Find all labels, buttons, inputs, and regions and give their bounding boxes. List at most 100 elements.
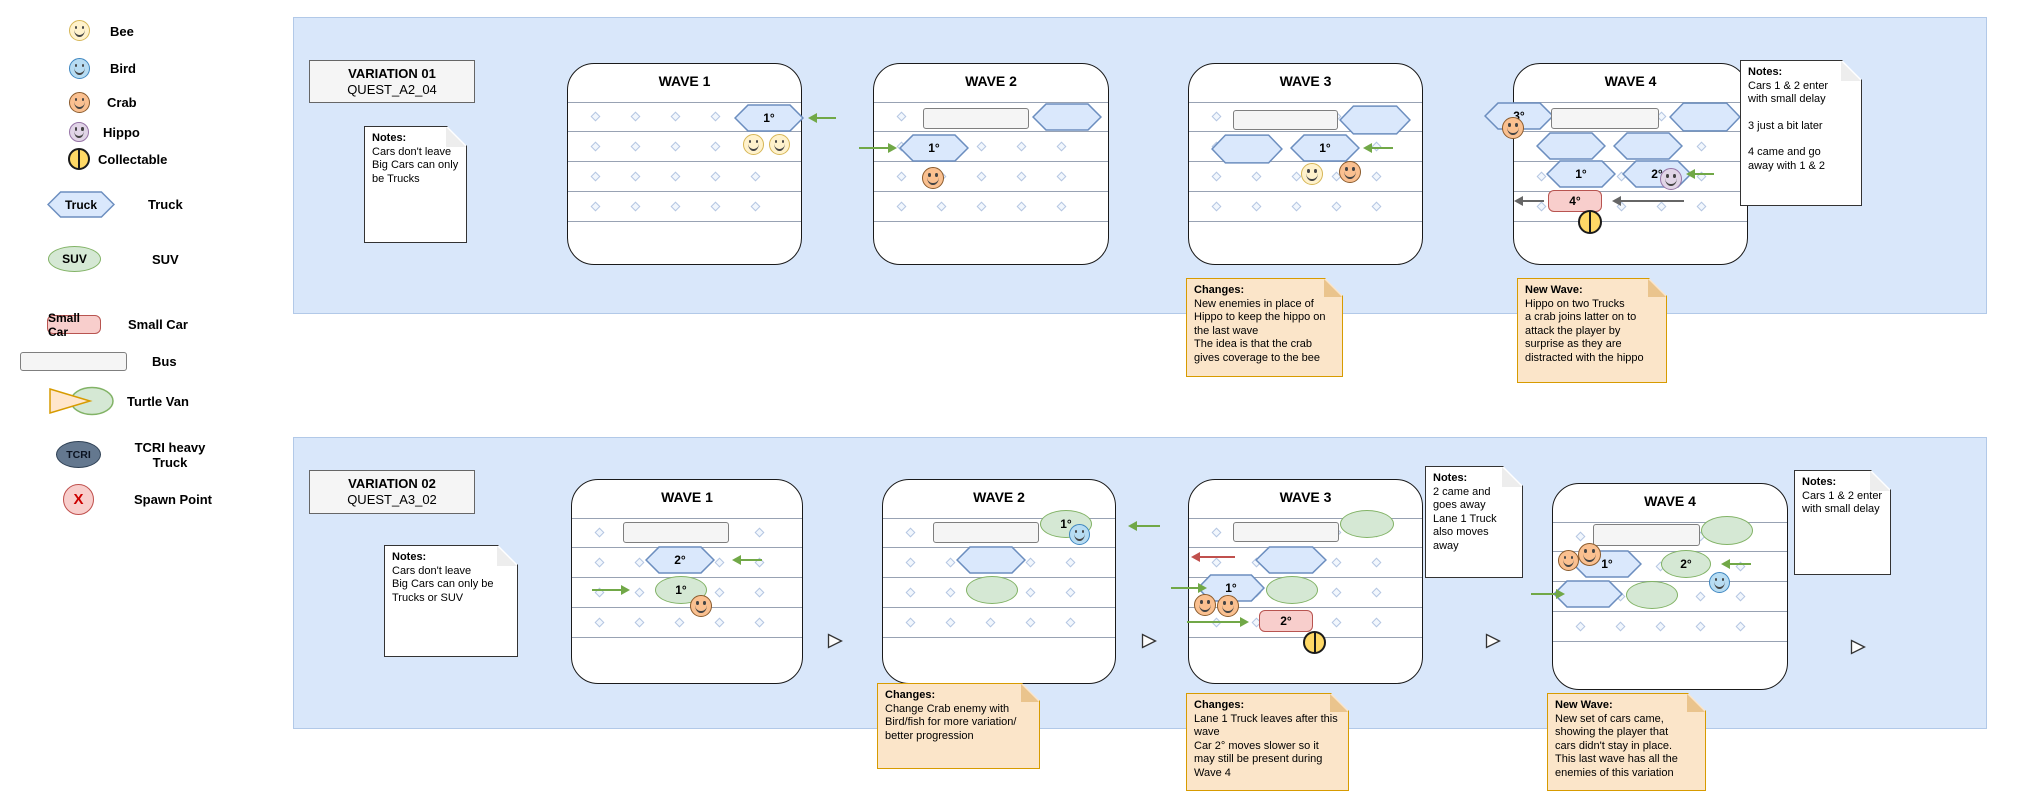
legend-bee-icon[interactable] bbox=[69, 20, 90, 41]
wave-title: WAVE 4 bbox=[1644, 493, 1696, 509]
bird-icon[interactable] bbox=[1069, 524, 1090, 545]
truck-shape[interactable] bbox=[1032, 103, 1102, 131]
truck-1-shape[interactable]: 1° bbox=[1546, 160, 1616, 188]
truck-shape[interactable] bbox=[1669, 102, 1741, 132]
truck-1-shape[interactable]: 1° bbox=[734, 104, 804, 132]
sequence-play-icon[interactable] bbox=[1141, 633, 1157, 649]
truck-shape[interactable] bbox=[1255, 546, 1327, 574]
spawn-x-label: X bbox=[73, 491, 84, 508]
truck-2-shape[interactable]: 2° bbox=[1622, 160, 1692, 188]
bee-icon[interactable] bbox=[743, 134, 764, 155]
collectable-icon[interactable] bbox=[1303, 631, 1326, 654]
bus-shape[interactable] bbox=[923, 108, 1029, 129]
truck-1-shape[interactable]: Truck bbox=[47, 191, 115, 218]
legend-turtle-van-icon[interactable] bbox=[48, 386, 114, 416]
smile-mouth bbox=[73, 29, 86, 38]
vehicle-label: 2° bbox=[1651, 167, 1663, 181]
smile-mouth bbox=[73, 131, 85, 139]
legend-hippo-icon[interactable] bbox=[69, 122, 89, 142]
legend-tcri-heavy-truck-icon[interactable]: TCRI bbox=[56, 441, 101, 468]
bee-icon[interactable] bbox=[1301, 163, 1323, 185]
note-line: be Trucks bbox=[372, 172, 420, 185]
truck-shape[interactable] bbox=[1613, 132, 1683, 160]
collectable-icon[interactable] bbox=[1578, 210, 1602, 234]
suv-2-shape[interactable]: 2° bbox=[1661, 550, 1711, 578]
suv-shape[interactable] bbox=[1340, 510, 1394, 538]
legend-spawn-point-icon[interactable]: X bbox=[63, 484, 94, 515]
crab-icon[interactable] bbox=[1558, 550, 1579, 571]
bus-shape[interactable] bbox=[1233, 110, 1338, 130]
bus-shape[interactable] bbox=[1593, 524, 1700, 546]
bird-icon[interactable] bbox=[1709, 572, 1730, 593]
suv-shape[interactable] bbox=[1701, 516, 1753, 545]
truck-shape[interactable] bbox=[1536, 132, 1606, 160]
crab-icon[interactable] bbox=[1339, 161, 1361, 183]
small-car-4-shape[interactable]: 4° bbox=[1548, 190, 1602, 212]
crab-icon[interactable] bbox=[690, 595, 712, 617]
legend-label-suv: SUV bbox=[152, 252, 179, 267]
bus-shape[interactable] bbox=[623, 522, 729, 543]
truck-shape[interactable] bbox=[956, 546, 1026, 574]
truck-shape[interactable] bbox=[1339, 105, 1411, 135]
sequence-play-icon[interactable] bbox=[1485, 633, 1501, 649]
eye-dot bbox=[781, 139, 785, 144]
direction-arrow-green-left bbox=[732, 555, 762, 565]
suv-shape[interactable] bbox=[1626, 581, 1678, 609]
eye-dot bbox=[74, 63, 78, 68]
legend-collectable-icon[interactable] bbox=[68, 148, 90, 170]
lane-line bbox=[874, 102, 1108, 103]
lane-dot bbox=[710, 141, 721, 152]
v2-wave4-newwave-sticky[interactable]: New Wave:New set of cars came,showing th… bbox=[1547, 693, 1706, 791]
arrow-line bbox=[1187, 621, 1242, 623]
suv-shape[interactable] bbox=[1266, 576, 1318, 604]
arrow-line bbox=[592, 589, 623, 591]
legend-bird-icon[interactable] bbox=[69, 58, 90, 79]
truck-2-shape[interactable]: 2° bbox=[645, 546, 715, 574]
bus-shape[interactable] bbox=[933, 522, 1039, 543]
bus-shape[interactable] bbox=[20, 352, 127, 371]
note-title: Notes: bbox=[1748, 66, 1783, 78]
eye-dot bbox=[81, 63, 85, 68]
sequence-play-icon[interactable] bbox=[827, 633, 843, 649]
crab-icon[interactable] bbox=[1578, 543, 1601, 566]
crab-icon[interactable] bbox=[1502, 117, 1524, 139]
hippo-icon[interactable] bbox=[1660, 168, 1682, 190]
crab-icon[interactable] bbox=[922, 167, 944, 189]
truck-shape[interactable] bbox=[1211, 134, 1283, 164]
small-car-2-shape[interactable]: Small Car bbox=[47, 311, 101, 339]
legend-crab-icon[interactable] bbox=[69, 92, 90, 113]
sequence-play-icon[interactable] bbox=[1850, 639, 1866, 655]
bus-shape[interactable] bbox=[1233, 522, 1339, 542]
truck-1-shape[interactable]: 1° bbox=[899, 134, 969, 162]
crab-icon[interactable] bbox=[1194, 594, 1216, 616]
crab-icon[interactable] bbox=[1217, 595, 1239, 617]
suv-shape[interactable] bbox=[966, 576, 1018, 604]
bus-shape[interactable] bbox=[1551, 108, 1659, 129]
variation-title: VARIATION 02 bbox=[348, 476, 436, 491]
suv-1-shape[interactable]: SUV bbox=[48, 246, 101, 272]
smile-mouth bbox=[1562, 559, 1575, 568]
truck-1-shape[interactable]: 1° bbox=[1290, 134, 1360, 162]
bee-icon[interactable] bbox=[769, 134, 790, 155]
direction-arrow-red-left bbox=[1191, 552, 1235, 562]
small-car-2-shape[interactable]: 2° bbox=[1259, 610, 1313, 632]
